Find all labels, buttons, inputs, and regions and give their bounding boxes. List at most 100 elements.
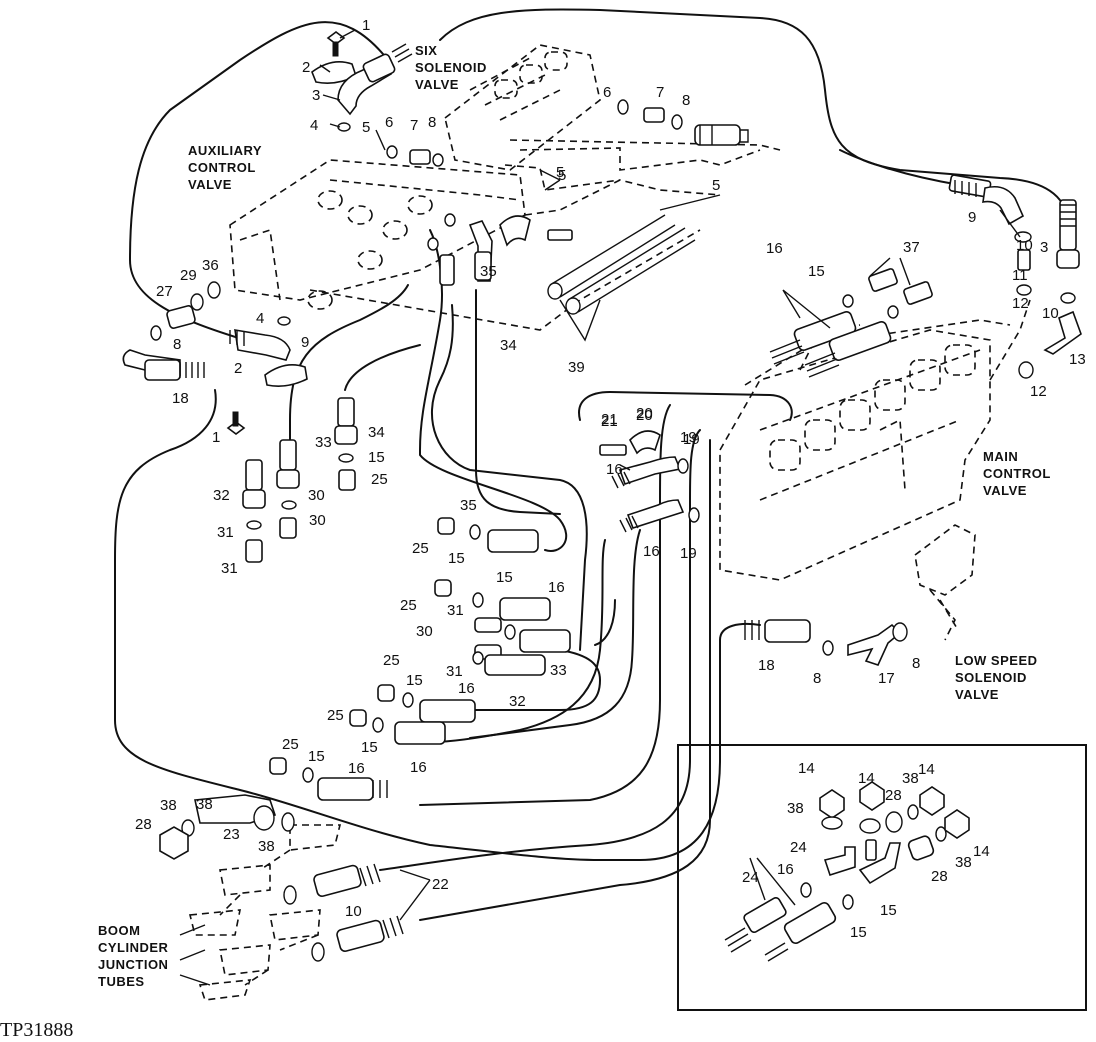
callout-number: 13 [1069, 351, 1086, 368]
callout-number: 19 [683, 431, 700, 448]
caption-low-speed-line1: LOW SPEED [955, 653, 1038, 668]
callout-number: 28 [885, 787, 902, 804]
callout-number: 33 [550, 662, 567, 679]
callout-number: 35 [460, 497, 477, 514]
caption-six-solenoid-line1: SIX [415, 43, 437, 58]
callout-number: 28 [931, 868, 948, 885]
caption-main-line3: VALVE [983, 483, 1027, 498]
callout-number: 25 [383, 652, 400, 669]
callout-number: 29 [180, 267, 197, 284]
callout-number: 16 [606, 461, 623, 478]
boom-cylinder-junction-outline [188, 824, 342, 1001]
callout-number: 7 [410, 117, 418, 134]
callout-number: 9 [968, 209, 976, 226]
caption-six-solenoid-line3: VALVE [415, 77, 459, 92]
callout-number: 16 [348, 760, 365, 777]
callout-number: 14 [973, 843, 990, 860]
callout-number: 16 [548, 579, 565, 596]
callout-number: 18 [758, 657, 775, 674]
callout-number: 15 [496, 569, 513, 586]
six-solenoid-valve-outline [444, 44, 781, 191]
callout-number: 38 [160, 797, 177, 814]
callout-number: 8 [912, 655, 920, 672]
leader-lines [319, 29, 1021, 921]
callout-number: 4 [256, 310, 264, 327]
callout-number: 9 [301, 334, 309, 351]
callout-number: 15 [361, 739, 378, 756]
callout-number: 34 [368, 424, 385, 441]
callout-number: 19 [680, 429, 697, 446]
callout-number: 16 [410, 759, 427, 776]
callout-number: 15 [406, 672, 423, 689]
caption-boom-line3: JUNCTION [98, 957, 168, 972]
callout-number: 6 [385, 114, 393, 131]
callout-number: 31 [221, 560, 238, 577]
caption-auxiliary-control: AUXILIARY CONTROL VALVE [188, 143, 262, 192]
callout-number: 25 [282, 736, 299, 753]
callout-number: 17 [878, 670, 895, 687]
callout-number: 3 [1040, 239, 1048, 256]
callout-number: 31 [446, 663, 463, 680]
caption-low-speed-solenoid: LOW SPEED SOLENOID VALVE [955, 653, 1038, 702]
figure-code: TP31888 [0, 1019, 73, 1041]
callout-number: 8 [173, 336, 181, 353]
callout-number: 5 [558, 167, 566, 184]
hose-lines [114, 8, 1070, 921]
caption-aux-line2: CONTROL [188, 160, 256, 175]
callout-number: 28 [135, 816, 152, 833]
callout-number: 31 [217, 524, 234, 541]
callout-number: 38 [787, 800, 804, 817]
caption-six-solenoid: SIX SOLENOID VALVE [415, 43, 487, 92]
caption-main-control: MAIN CONTROL VALVE [983, 449, 1050, 498]
callout-number: 33 [315, 434, 332, 451]
callout-number: 10 [345, 903, 362, 920]
callout-number: 1 [362, 17, 370, 34]
callout-number: 24 [790, 839, 807, 856]
callout-number: 24 [742, 869, 759, 886]
callout-number: 25 [371, 471, 388, 488]
callout-number: 20 [636, 407, 653, 424]
callout-number: 14 [798, 760, 815, 777]
callout-number: 20 [636, 405, 653, 422]
tube-pair-39 [547, 214, 696, 315]
caption-low-speed-line3: VALVE [955, 687, 999, 702]
callout-number: 32 [509, 693, 526, 710]
callout-number: 5 [556, 164, 564, 181]
callout-number: 38 [258, 838, 275, 855]
caption-boom-cylinder: BOOM CYLINDER JUNCTION TUBES [98, 923, 168, 989]
detail-inset-frame [677, 744, 1087, 1011]
callout-number: 15 [308, 748, 325, 765]
callout-number: 30 [416, 623, 433, 640]
callout-number: 12 [1030, 383, 1047, 400]
callout-number: 5 [712, 177, 720, 194]
caption-low-speed-line2: SOLENOID [955, 670, 1027, 685]
callout-number: 38 [902, 770, 919, 787]
callout-number: 38 [955, 854, 972, 871]
low-speed-solenoid-valve-outline [914, 524, 976, 641]
callout-number: 21 [601, 411, 618, 428]
callout-number: 34 [500, 337, 517, 354]
callout-number: 19 [680, 545, 697, 562]
callout-number: 22 [432, 876, 449, 893]
caption-aux-line1: AUXILIARY [188, 143, 262, 158]
callout-number: 14 [858, 770, 875, 787]
callout-number: 30 [308, 487, 325, 504]
callout-number: 25 [412, 540, 429, 557]
callout-number: 31 [447, 602, 464, 619]
callout-number: 12 [1012, 295, 1029, 312]
callout-number: 11 [1012, 267, 1028, 284]
callout-number: 5 [362, 119, 370, 136]
callout-number: 18 [172, 390, 189, 407]
callout-number: 16 [643, 543, 660, 560]
caption-six-solenoid-line2: SOLENOID [415, 60, 487, 75]
callout-number: 36 [202, 257, 219, 274]
callout-number: 25 [327, 707, 344, 724]
callout-number: 37 [903, 239, 920, 256]
callout-number: 7 [656, 84, 664, 101]
callout-number: 15 [448, 550, 465, 567]
callout-number: 10 [1016, 237, 1033, 254]
callout-number: 3 [312, 87, 320, 104]
callout-number: 15 [850, 924, 867, 941]
callout-number: 2 [302, 59, 310, 76]
